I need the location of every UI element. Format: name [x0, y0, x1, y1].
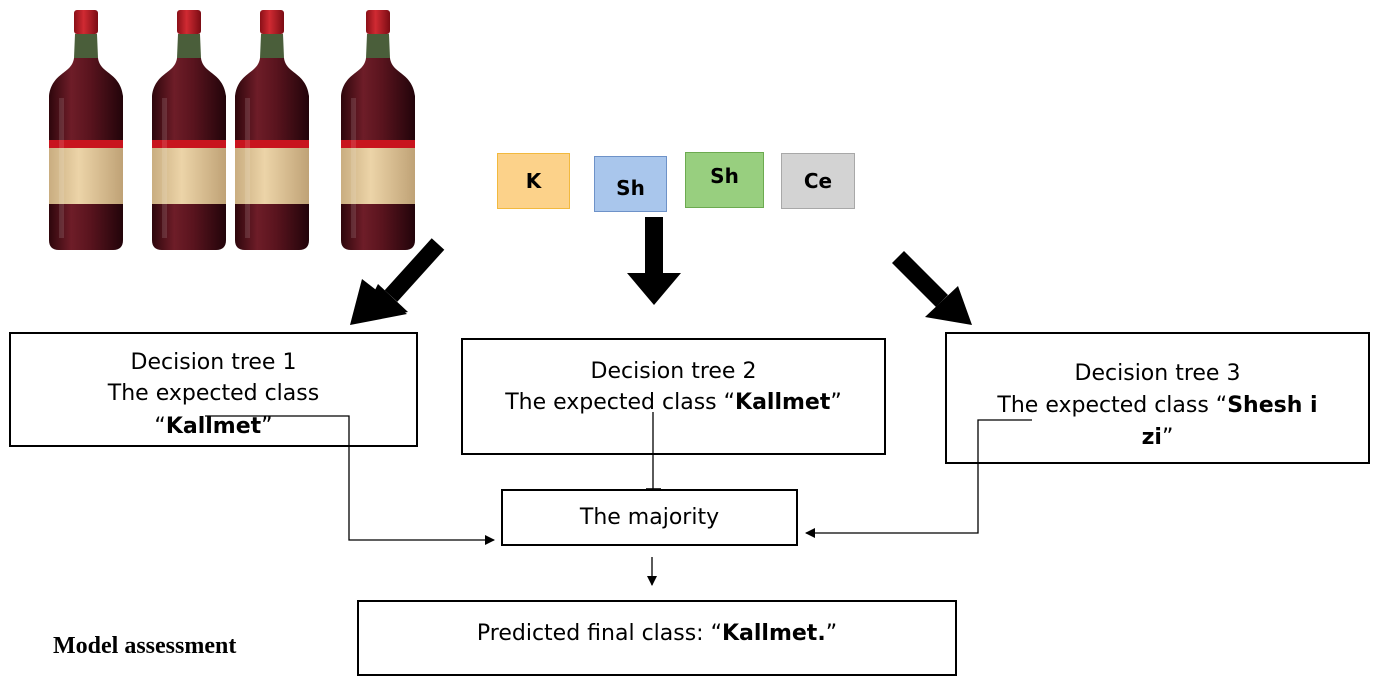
bottle-label [235, 148, 309, 204]
connector-tree1 [205, 415, 495, 545]
decision-tree-3-box: Decision tree 3 The expected class “Shes… [945, 332, 1370, 464]
bottle-cap [177, 10, 201, 34]
bottle-band [341, 140, 415, 148]
bottle-neck [366, 34, 390, 58]
tree-title: Decision tree 1 [130, 350, 297, 375]
bottle-band [152, 140, 226, 148]
bottle-label [152, 148, 226, 204]
connector-tree3 [805, 419, 1032, 538]
majority-box: The majority [501, 489, 798, 546]
bottle-label [49, 148, 123, 204]
feature-label: Sh [710, 164, 739, 188]
bottle-band [49, 140, 123, 148]
tree-expected-class: The expected class “Kallmet” [505, 390, 842, 415]
feature-box-ce: Ce [781, 153, 855, 209]
bottle-label [341, 148, 415, 204]
tree-class-value: “Kallmet” [154, 414, 273, 439]
final-prediction-box: Predicted final class: “Kallmet.” [357, 600, 957, 676]
feature-label: Ce [803, 169, 833, 193]
decision-tree-2-box: Decision tree 2 The expected class “Kall… [461, 338, 886, 455]
tree-class-value: zi” [1141, 425, 1174, 450]
bottle-cap [260, 10, 284, 34]
final-prediction-text: Predicted final class: “Kallmet.” [476, 621, 838, 646]
model-assessment-caption: Model assessment [53, 633, 237, 659]
big-arrow-left [350, 238, 445, 325]
feature-box-sh-green: Sh [685, 152, 764, 208]
wine-bottle [49, 10, 123, 250]
wine-bottle [152, 10, 226, 250]
majority-label: The majority [579, 505, 720, 530]
tree-expected-class: The expected class [107, 381, 320, 406]
wine-bottle [235, 10, 309, 250]
bottle-band [235, 140, 309, 148]
wine-bottle [341, 10, 415, 250]
big-arrow-right [891, 250, 972, 325]
bottle-cap [74, 10, 98, 34]
tree-title: Decision tree 3 [1074, 361, 1241, 386]
feature-box-sh-blue: Sh [594, 156, 667, 212]
bottle-neck [74, 34, 98, 58]
feature-label: Sh [616, 176, 645, 200]
big-arrow-center [627, 217, 681, 305]
bottle-cap [366, 10, 390, 34]
tree-title: Decision tree 2 [590, 359, 757, 384]
decision-tree-1-box: Decision tree 1 The expected class “Kall… [9, 332, 418, 447]
bottle-neck [177, 34, 201, 58]
bottle-neck [260, 34, 284, 58]
feature-box-k: K [497, 153, 570, 209]
tree-expected-class: The expected class “Shesh i [997, 393, 1318, 418]
feature-label: K [525, 169, 542, 193]
